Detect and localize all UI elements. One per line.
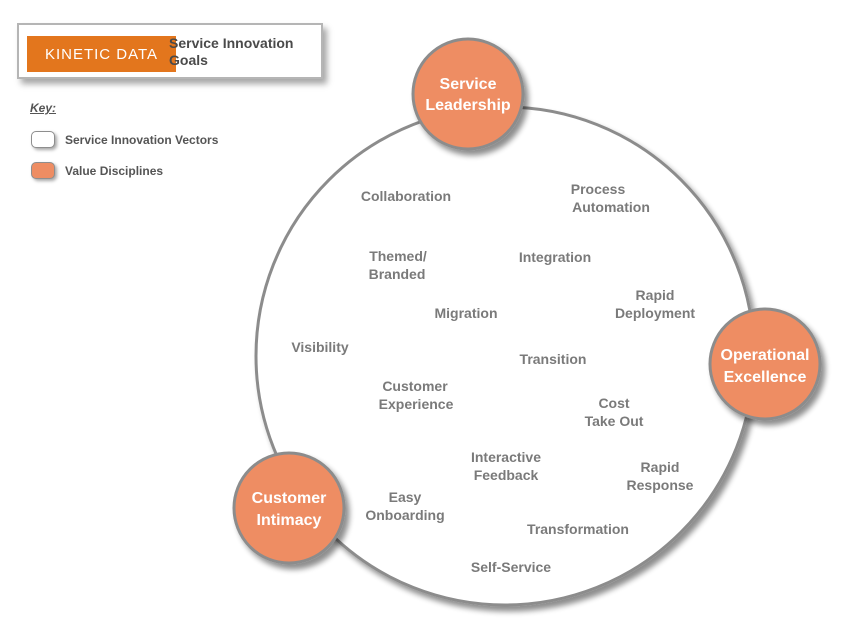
vector-visibility: Visibility bbox=[291, 339, 349, 355]
vector-interactive-feedback: Feedback bbox=[474, 467, 539, 483]
discipline-label: Leadership bbox=[425, 97, 511, 114]
kinetic-data-logo: KINETIC DATA bbox=[27, 36, 176, 72]
diagram-title-line1: Service Innovation bbox=[169, 35, 294, 51]
key-swatch-disciplines bbox=[31, 162, 55, 179]
vector-process-automation: Automation bbox=[572, 199, 650, 215]
vector-rapid-response: Rapid bbox=[641, 459, 680, 475]
discipline-customer-intimacy: Customer Intimacy bbox=[232, 451, 346, 565]
discipline-label: Service bbox=[440, 76, 497, 93]
vector-customer-experience: Experience bbox=[379, 396, 454, 412]
discipline-service-leadership: Service Leadership bbox=[411, 37, 525, 151]
vector-themed-branded: Branded bbox=[369, 266, 426, 282]
discipline-label: Customer bbox=[252, 490, 327, 507]
discipline-operational-excellence: Operational Excellence bbox=[708, 307, 822, 421]
diagram-title-line2: Goals bbox=[169, 52, 208, 68]
vector-self-service: Self-Service bbox=[471, 559, 551, 575]
vector-cost-take-out: Take Out bbox=[585, 413, 644, 429]
vector-integration: Integration bbox=[519, 249, 591, 265]
vector-themed-branded: Themed/ bbox=[369, 248, 427, 264]
discipline-label: Intimacy bbox=[257, 512, 322, 529]
discipline-label: Excellence bbox=[724, 369, 807, 386]
vector-rapid-deployment: Deployment bbox=[615, 305, 695, 321]
vector-migration: Migration bbox=[435, 305, 498, 321]
vector-transition: Transition bbox=[520, 351, 587, 367]
key-label-vectors: Service Innovation Vectors bbox=[65, 133, 219, 147]
diagram-title: Service Innovation Goals bbox=[169, 35, 319, 69]
key-label-disciplines: Value Disciplines bbox=[65, 164, 164, 178]
vector-easy-onboarding: Onboarding bbox=[365, 507, 444, 523]
vector-rapid-deployment: Rapid bbox=[636, 287, 675, 303]
vector-rapid-response: Response bbox=[627, 477, 694, 493]
vector-customer-experience: Customer bbox=[382, 378, 448, 394]
vector-interactive-feedback: Interactive bbox=[471, 449, 541, 465]
vector-cost-take-out: Cost bbox=[598, 395, 629, 411]
key-swatch-vectors bbox=[31, 131, 55, 148]
key-heading: Key: bbox=[30, 101, 57, 115]
vector-collaboration: Collaboration bbox=[361, 188, 451, 204]
discipline-circle bbox=[708, 307, 822, 421]
title-box: KINETIC DATA Service Innovation Goals bbox=[17, 23, 323, 79]
discipline-circle bbox=[232, 451, 346, 565]
discipline-circle bbox=[411, 37, 525, 151]
vector-process-automation: Process bbox=[571, 181, 626, 197]
discipline-label: Operational bbox=[721, 347, 810, 364]
vector-easy-onboarding: Easy bbox=[389, 489, 422, 505]
vector-transformation: Transformation bbox=[527, 521, 629, 537]
